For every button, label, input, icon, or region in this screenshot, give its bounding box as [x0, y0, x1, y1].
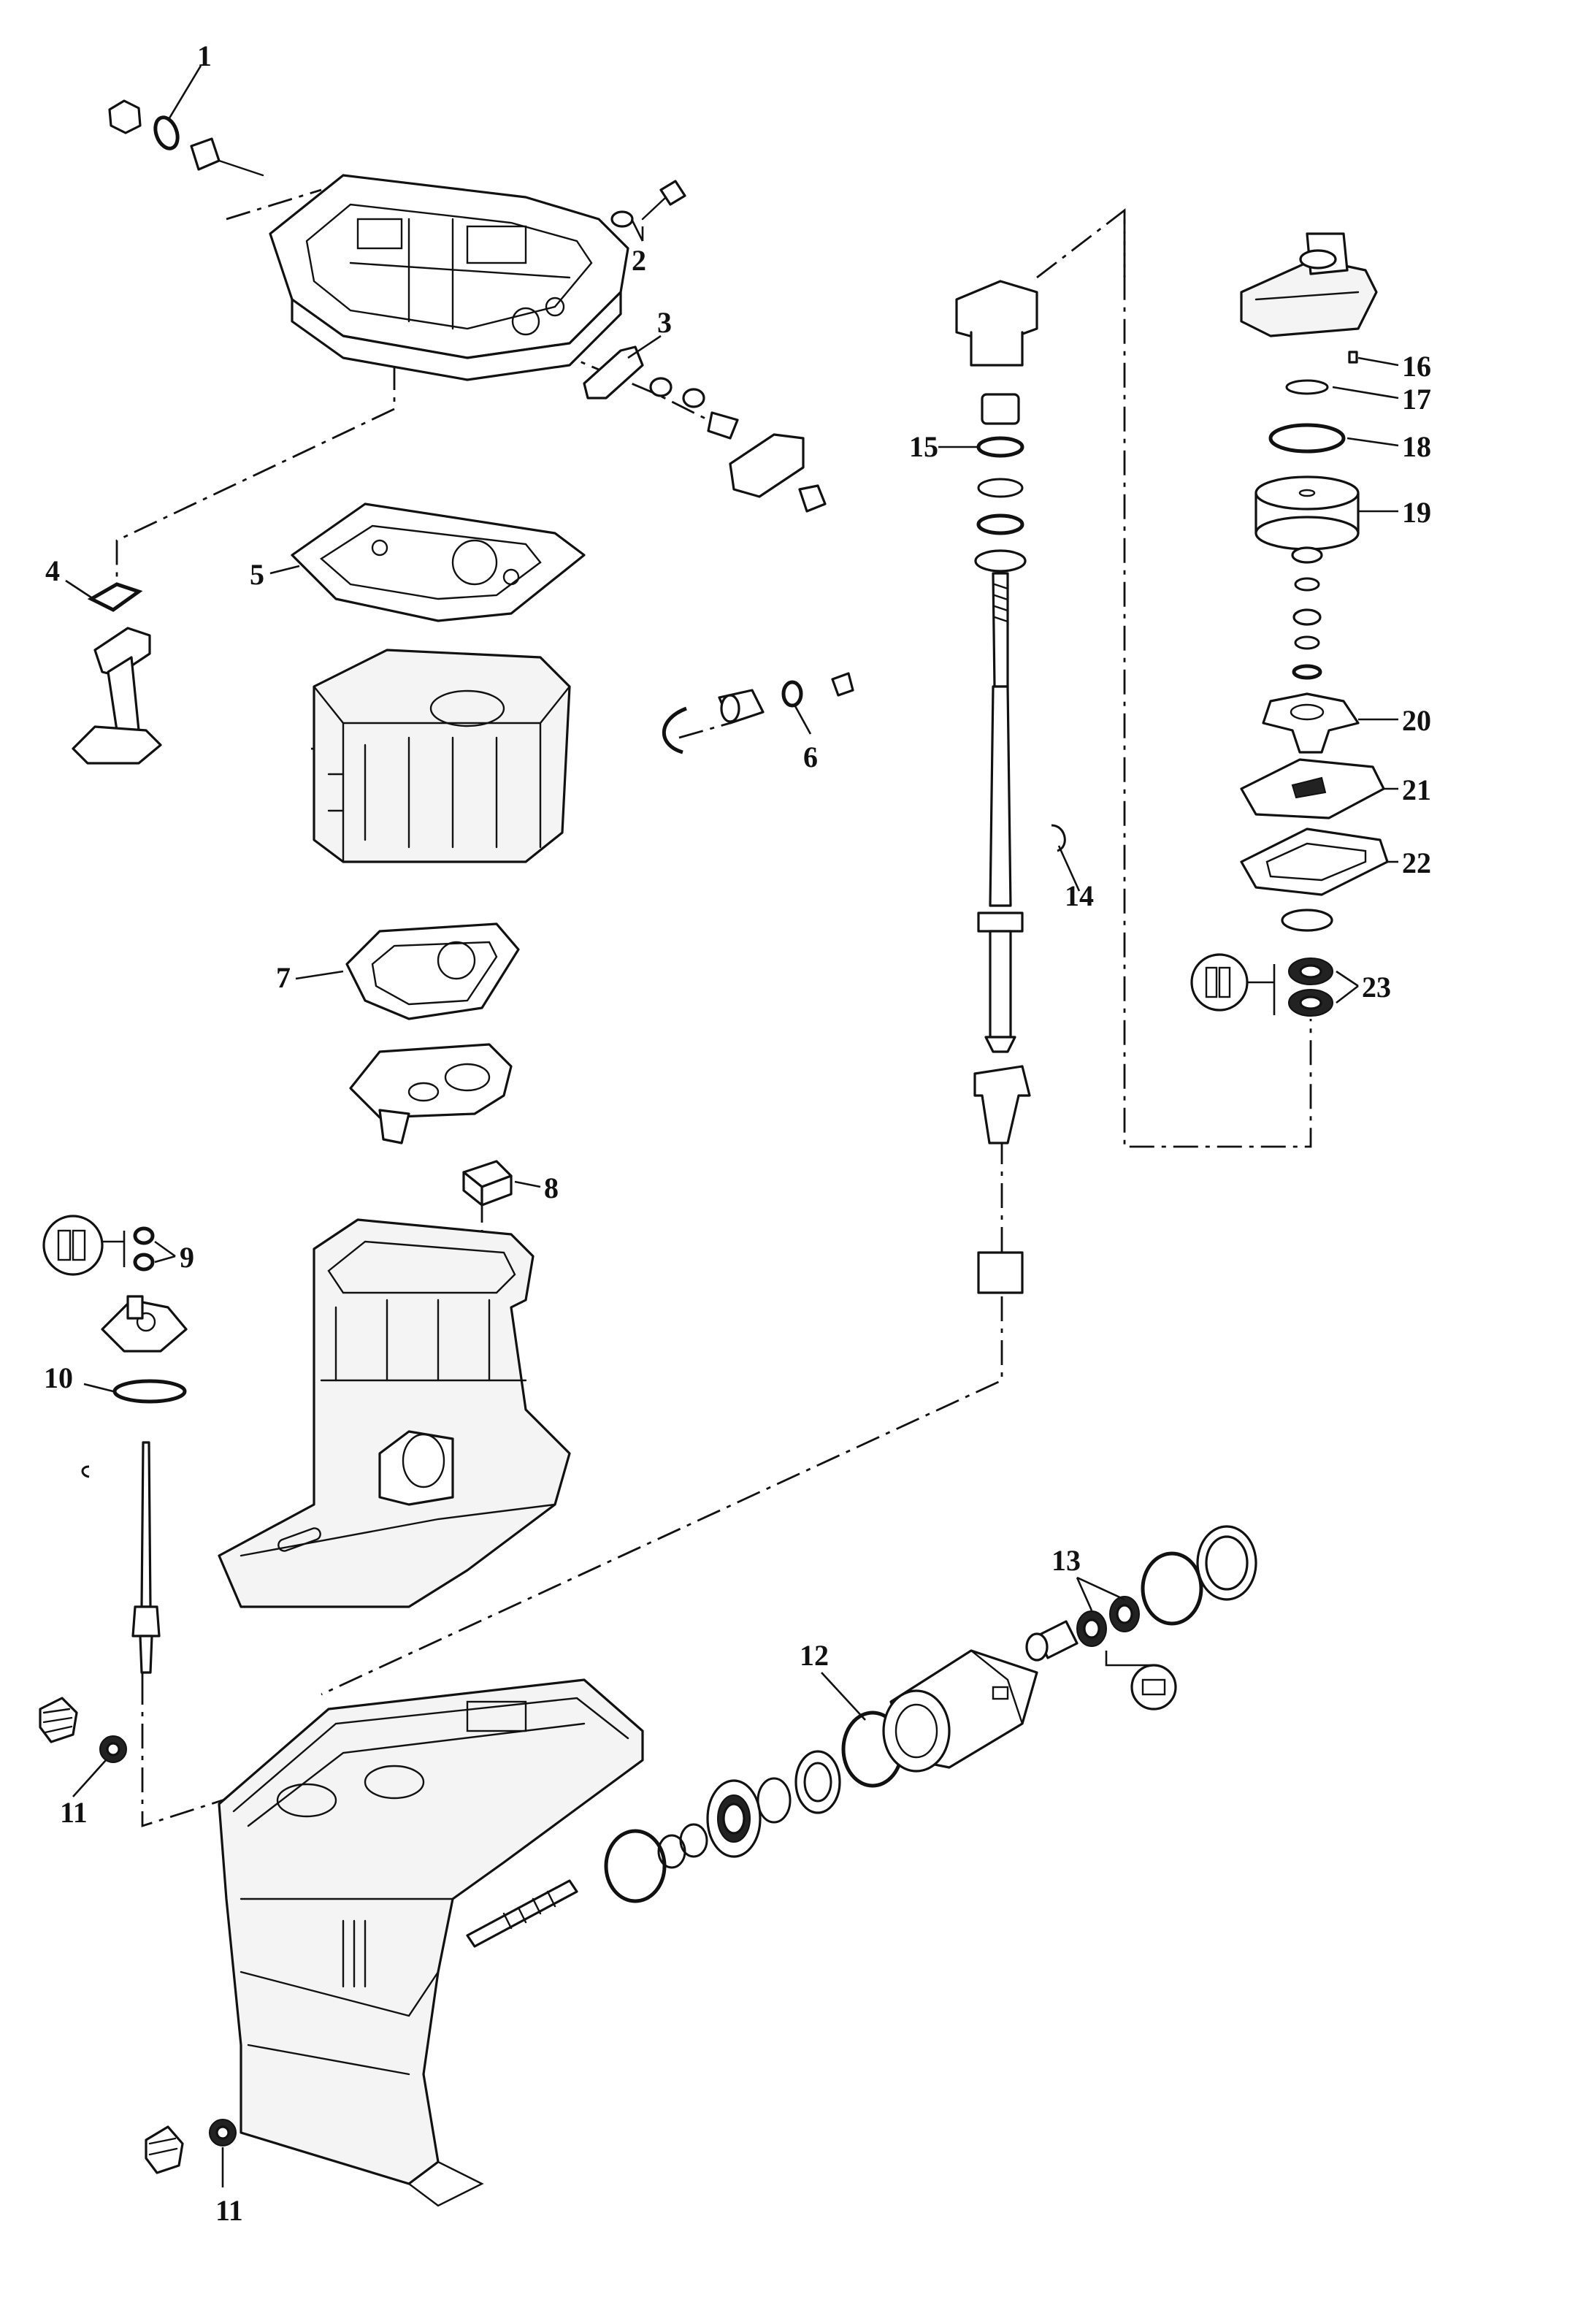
callout-9: 9 — [180, 1241, 194, 1274]
part-7-gasket — [345, 922, 520, 1020]
part-1-fastener-set — [108, 99, 264, 177]
callout-numbers: 1 2 3 4 5 6 7 8 9 10 11 11 12 13 14 15 1… — [44, 39, 1431, 2227]
upper-casing-adapter — [269, 174, 629, 381]
part-17-o-ring — [1285, 379, 1329, 395]
callout-5: 5 — [250, 558, 264, 591]
callout-19: 19 — [1402, 496, 1431, 529]
callout-1: 1 — [197, 39, 212, 72]
part-13-bearings — [1025, 1525, 1257, 1710]
callout-12: 12 — [800, 1639, 829, 1672]
part-21-plate — [1240, 758, 1385, 819]
plate-below-gasket — [349, 1043, 513, 1144]
part-18-o-ring — [1268, 423, 1346, 454]
callout-16: 16 — [1402, 350, 1431, 383]
part-23-seals — [1190, 909, 1333, 1017]
part-2-bolt — [610, 180, 686, 228]
part-8-damper — [462, 1160, 513, 1207]
part-3-cover-assembly — [583, 345, 827, 513]
callout-20: 20 — [1402, 704, 1431, 737]
callout-2: 2 — [632, 244, 646, 277]
callout-21: 21 — [1402, 773, 1431, 806]
callout-8: 8 — [544, 1171, 559, 1204]
part-4-water-tube — [72, 582, 162, 765]
callout-10: 10 — [44, 1361, 73, 1394]
lower-unit-casing — [218, 1678, 644, 2207]
callout-18: 18 — [1402, 430, 1431, 463]
callout-14: 14 — [1065, 879, 1094, 912]
driveshaft-housing — [218, 1218, 571, 1608]
water-pump-housing — [1240, 232, 1378, 364]
callout-22: 22 — [1402, 846, 1431, 879]
callout-7: 7 — [276, 961, 291, 994]
propeller-shaft-gears — [466, 1710, 904, 1948]
part-22-gasket — [1240, 827, 1389, 896]
callout-13: 13 — [1051, 1544, 1081, 1577]
callout-4: 4 — [45, 554, 60, 587]
callout-11-upper: 11 — [60, 1796, 88, 1829]
callout-11-lower: 11 — [215, 2194, 243, 2227]
callout-6: 6 — [803, 741, 818, 773]
shift-rod — [81, 1441, 161, 1674]
driveshaft-column — [955, 280, 1066, 1294]
part-10-o-ring — [112, 1379, 187, 1404]
part-11-plug-lower — [145, 2119, 237, 2174]
exhaust-guide-body — [313, 649, 571, 863]
callout-23: 23 — [1362, 971, 1391, 1004]
pump-seals — [1291, 546, 1323, 680]
callout-leaders — [65, 65, 1399, 2187]
callout-3: 3 — [657, 306, 672, 339]
part-19-insert-cartridge — [1254, 475, 1360, 551]
part-9-detail — [42, 1215, 188, 1353]
callout-17: 17 — [1402, 383, 1431, 416]
part-11-plug-upper — [39, 1697, 127, 1763]
bearing-housing — [882, 1649, 1038, 1773]
part-6-clip-collar — [662, 672, 854, 754]
callout-15: 15 — [909, 430, 938, 463]
part-20-impeller — [1262, 692, 1360, 754]
part-5-gasket — [291, 502, 586, 622]
